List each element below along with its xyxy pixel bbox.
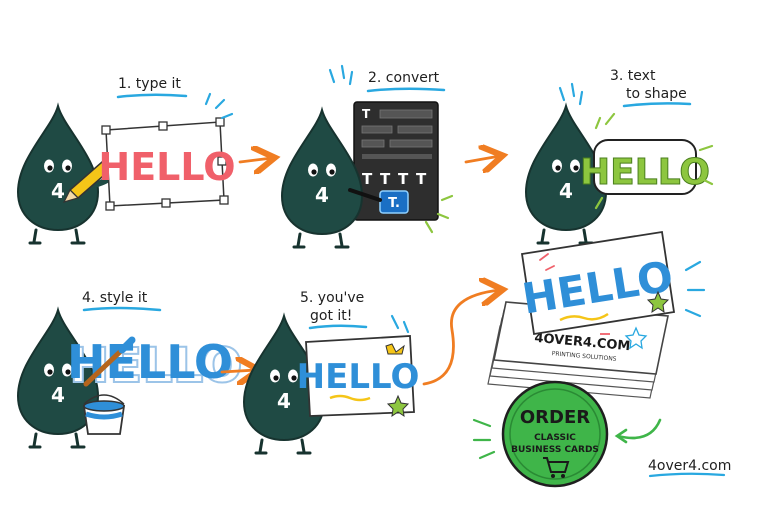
arrow-5-order (422, 290, 500, 386)
paintbrush-icon (83, 336, 136, 387)
step-3-label-2: to shape (626, 86, 687, 102)
step-5-label: 5. you've (300, 290, 364, 306)
order-line-1: CLASSIC (534, 433, 576, 443)
order-pointer-arrow (616, 418, 662, 440)
step-4-label: 4. style it (82, 290, 148, 306)
tool-t-4: T (416, 170, 427, 188)
order-title: ORDER (520, 407, 590, 428)
text-selection-box: HELLO (98, 117, 236, 211)
selected-tool-label: T. (388, 196, 400, 211)
tool-letter-label: T (362, 107, 371, 121)
step-1-label: 1. type it (118, 76, 181, 92)
step-3: 3. text to shape 4 HELLO (524, 68, 714, 245)
mascot-badge-2: 4 (315, 183, 329, 207)
mascot-4: 4 (16, 308, 100, 449)
arrow-1-2 (238, 158, 272, 162)
order-line-2: BUSINESS CARDS (511, 445, 599, 455)
hello-outline-4: HELLO (69, 338, 242, 394)
mascot-2: 4 (280, 108, 364, 249)
tool-t-1: T (362, 170, 373, 188)
mascot-badge-5: 4 (277, 389, 291, 413)
finished-card: HELLO (297, 335, 420, 418)
mascot-3: 4 (524, 104, 608, 245)
cart-icon (543, 457, 570, 478)
hello-text-1: HELLO (98, 145, 235, 189)
step-2-label: 2. convert (368, 70, 440, 86)
hello-shape-outline (593, 139, 697, 195)
business-card-stack: 4OVER4.COM PRINTING SOLUTIONS HELLO (487, 230, 706, 399)
step-5-label-2: got it! (310, 308, 352, 324)
type-tools-panel: T T T T T T. (353, 101, 439, 221)
order-button[interactable]: ORDER CLASSIC BUSINESS CARDS (501, 380, 609, 488)
mascot-badge-1: 4 (51, 179, 65, 203)
step-4: 4. style it 4 HELLO HELLO (16, 290, 244, 449)
mascot-5: 4 (242, 314, 326, 455)
hello-text-3: HELLO (580, 152, 710, 193)
step-2: 2. convert T T T T T T. 4 (280, 64, 454, 249)
step-5: 5. you've got it! 4 HELLO (242, 290, 420, 455)
step-3-label: 3. text (610, 68, 656, 84)
hello-text-4: HELLO (67, 335, 233, 389)
step-1: 1. type it 4 HELLO (16, 76, 236, 245)
arrow-4-5 (220, 370, 256, 372)
brand-footer: 4over4.com (648, 458, 731, 474)
tool-t-2: T (380, 170, 391, 188)
hello-business-card: HELLO (519, 230, 676, 336)
paint-bucket-icon (82, 394, 126, 435)
tool-t-3: T (398, 170, 409, 188)
hello-text-5: HELLO (297, 357, 420, 397)
mascot-badge-4: 4 (51, 383, 65, 407)
tool-row: T T T T (362, 170, 427, 188)
mascot-badge-3: 4 (559, 179, 573, 203)
arrow-2-3 (464, 156, 500, 162)
